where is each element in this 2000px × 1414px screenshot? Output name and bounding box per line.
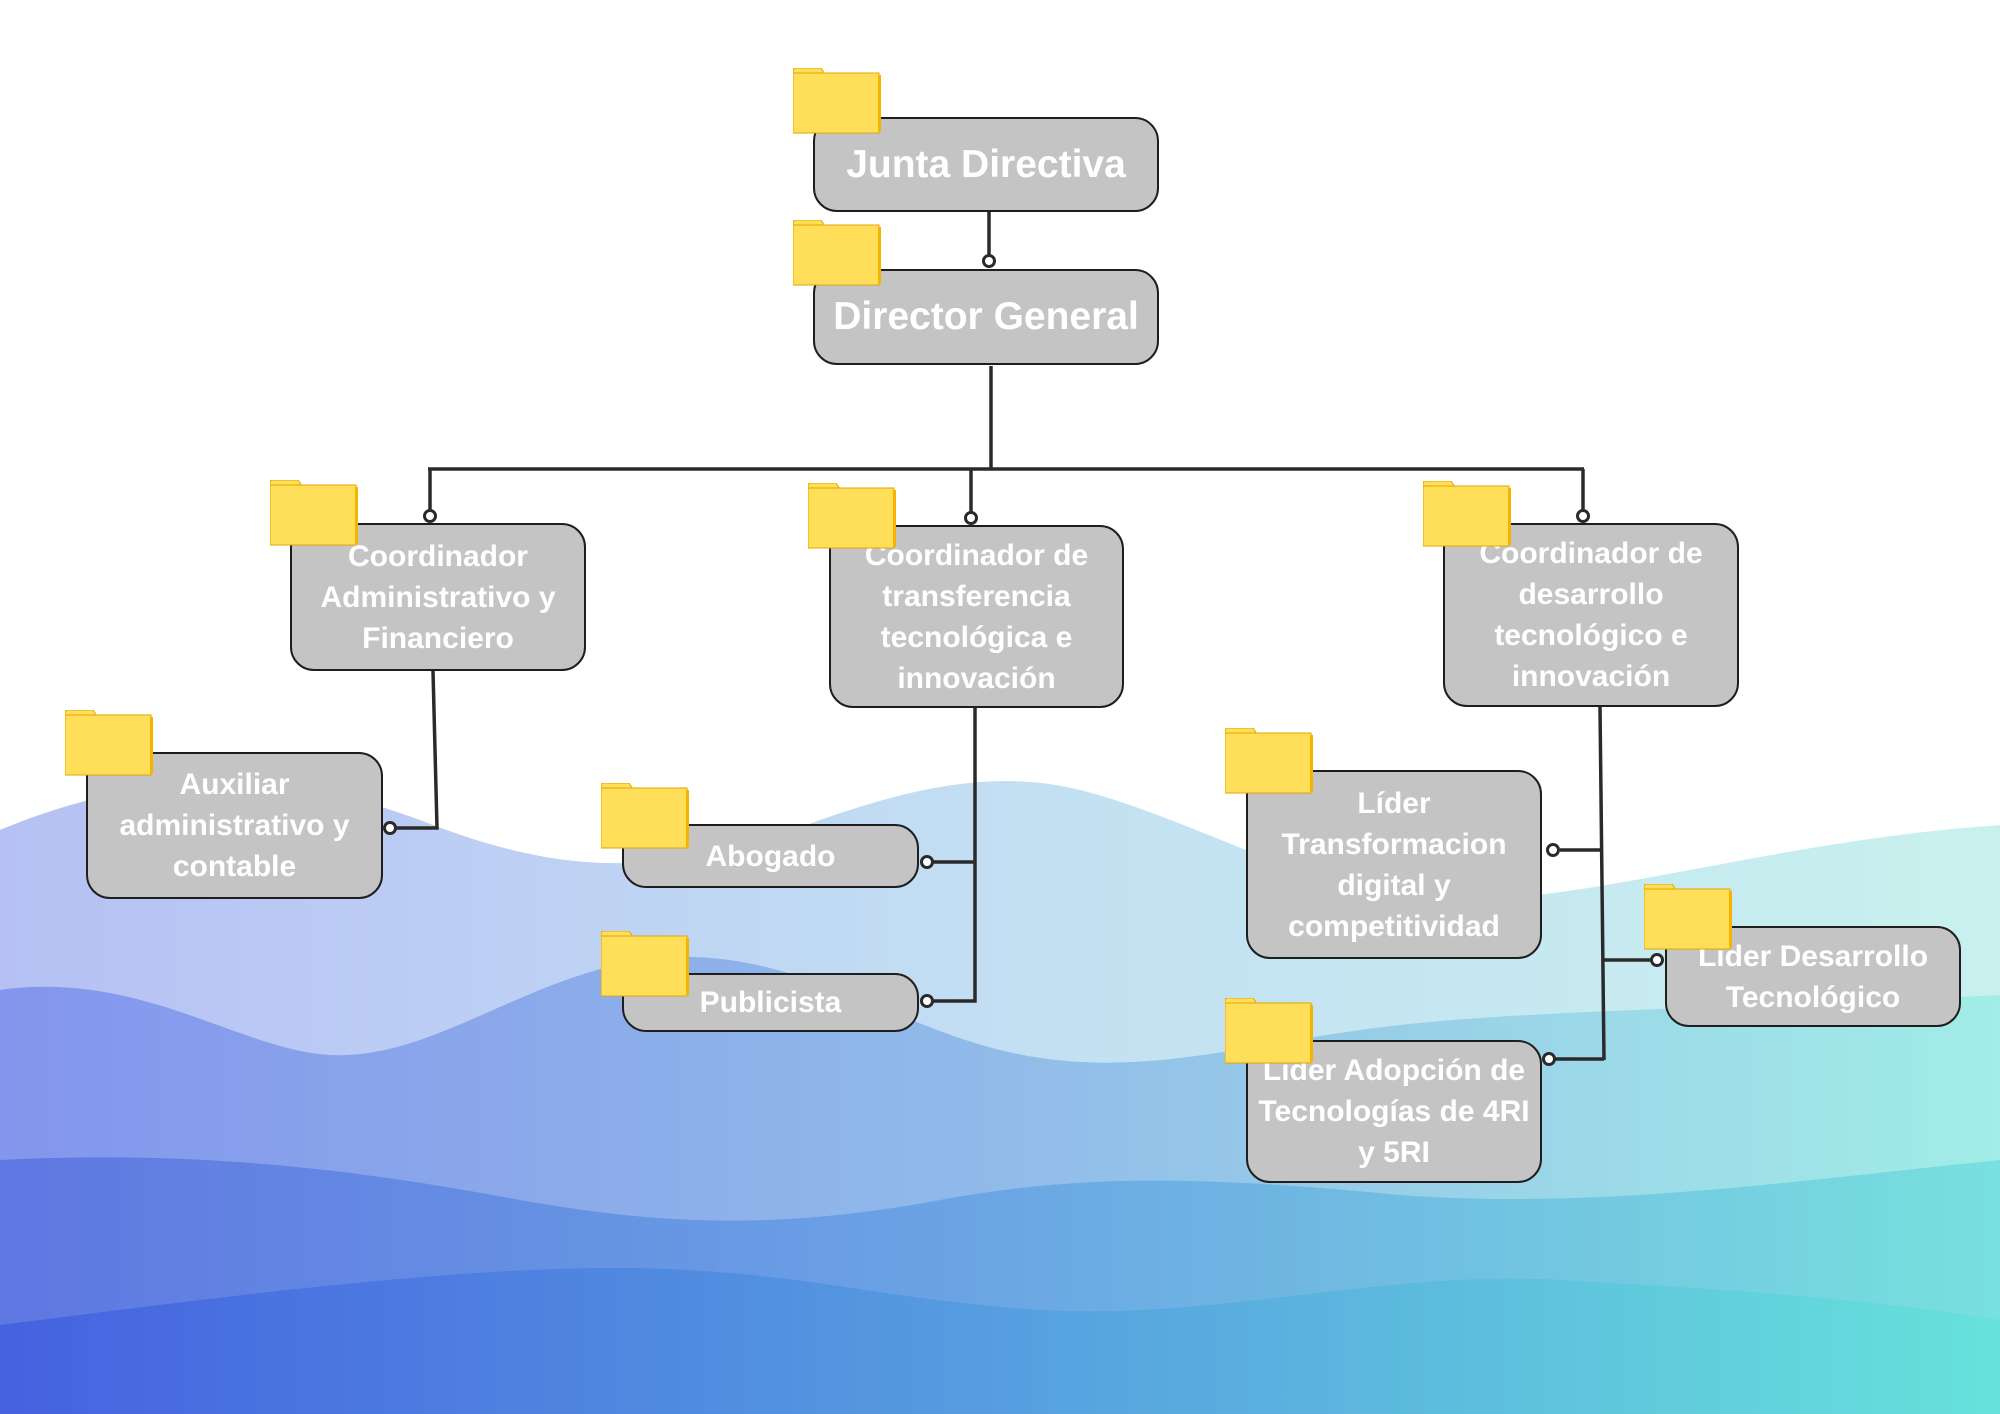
endpoint-lider-desarrollo [1650,953,1664,967]
folder-icon [1423,481,1511,547]
node-coordinador-desarrollo[interactable]: Coordinador de desarrollo tecnológico e … [1443,523,1739,707]
endpoint-auxiliar [383,821,397,835]
node-director-general-label: Director General [833,295,1139,338]
node-lider-transformacion-label: Líder Transformacion digital y competiti… [1281,786,1507,943]
node-auxiliar-administrativo-label: Auxiliar administrativo y contable [119,768,350,883]
node-junta-directiva[interactable]: Junta Directiva [813,117,1159,212]
connector-desarrollo-trunk [1598,706,1606,1061]
endpoint-director [982,254,996,268]
folder-icon [1225,998,1313,1064]
endpoint-lider-adopcion [1542,1052,1556,1066]
folder-icon [65,710,153,776]
node-lider-adopcion[interactable]: Líder Adopción de Tecnologías de 4RI y 5… [1246,1040,1542,1183]
node-coordinador-transferencia[interactable]: Coordinador de transferencia tecnológica… [829,525,1124,708]
endpoint-lider-transformacion [1546,843,1560,857]
node-abogado-label: Abogado [705,839,836,873]
connector-endpoints [383,254,1664,1066]
folder-icon [601,783,689,849]
endpoint-coord-admin [423,509,437,523]
node-publicista-label: Publicista [699,986,842,1019]
folder-icon [270,480,358,546]
node-auxiliar-administrativo[interactable]: Auxiliar administrativo y contable [86,752,383,899]
folder-icon [793,68,881,134]
endpoint-coord-desarrollo [1576,509,1590,523]
endpoint-publicista [920,994,934,1008]
connector-transfer-abogado [933,707,977,1003]
folder-icon [1644,884,1732,950]
node-coordinador-administrativo[interactable]: Coordinador Administrativo y Financiero [290,523,586,671]
node-lider-desarrollo-label: Líder Desarrollo Tecnológico [1697,939,1929,1014]
node-junta-directiva-label: Junta Directiva [846,142,1126,186]
node-lider-transformacion[interactable]: Líder Transformacion digital y competiti… [1246,770,1542,959]
node-abogado[interactable]: Abogado [622,824,919,888]
folder-icon [601,931,689,997]
wave-layer-4 [0,1267,2000,1414]
folder-icon [1225,728,1313,794]
node-coordinador-desarrollo-label: Coordinador de desarrollo tecnológico e … [1479,537,1703,693]
node-lider-adopcion-label: Líder Adopción de Tecnologías de 4RI y 5… [1258,1054,1530,1169]
folder-icon [808,483,896,549]
endpoint-abogado [920,855,934,869]
node-coordinador-administrativo-label: Coordinador Administrativo y Financiero [320,539,556,655]
folder-icon [793,220,881,286]
endpoint-coord-transfer [964,511,978,525]
connectors [394,211,1650,1061]
node-coordinador-transferencia-label: Coordinador de transferencia tecnológica… [864,538,1089,695]
connector-admin-auxiliar [394,670,439,830]
